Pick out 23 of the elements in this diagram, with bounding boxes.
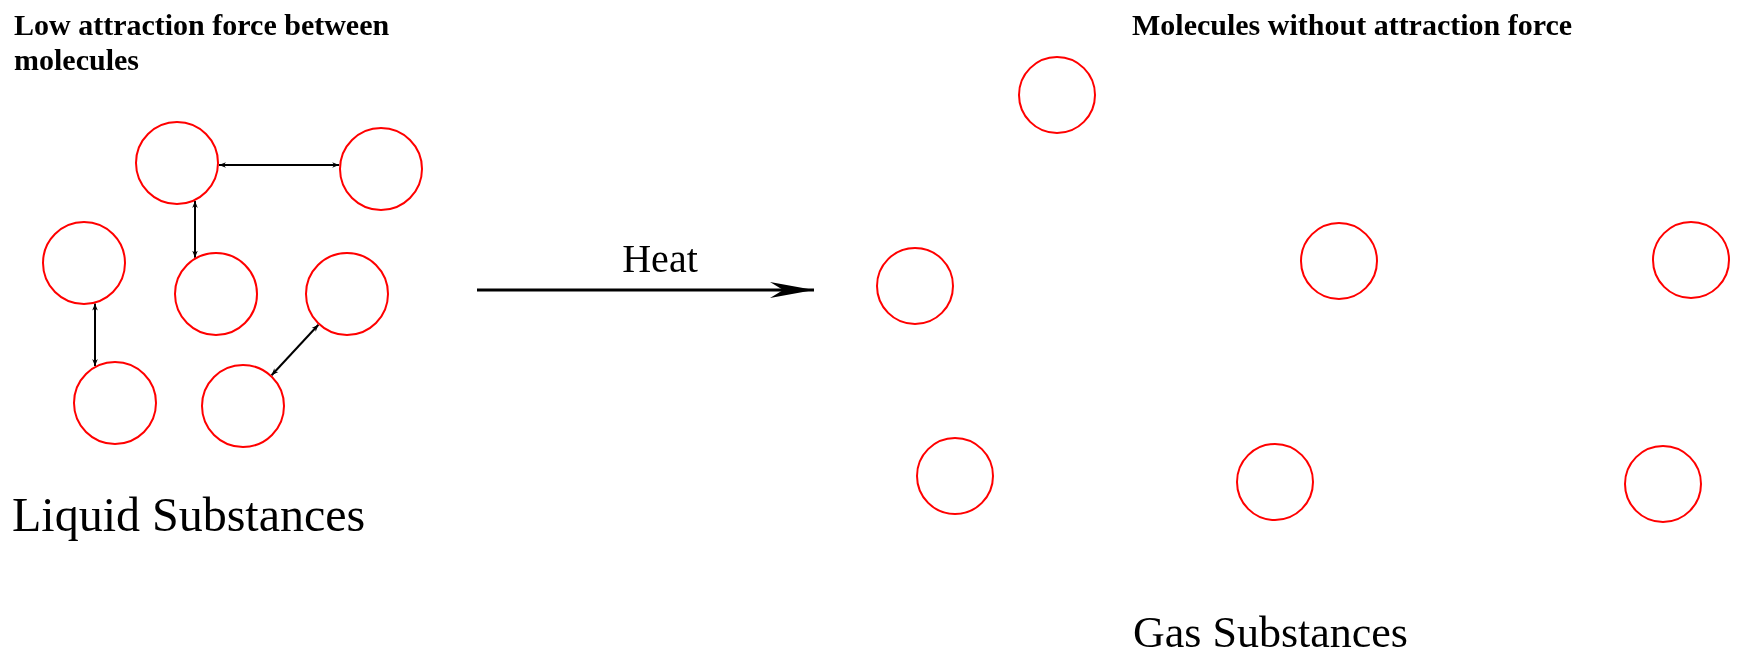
molecule-circle <box>73 361 157 445</box>
double-arrow <box>270 323 320 377</box>
molecule-circle <box>305 252 389 336</box>
double-arrow <box>217 162 341 168</box>
molecule-circle <box>876 247 954 325</box>
molecule-circle <box>339 127 423 211</box>
molecule-circle <box>201 364 285 448</box>
double-arrow <box>192 199 198 259</box>
molecule-circle <box>1652 221 1730 299</box>
state-title: Liquid Substances <box>12 487 367 543</box>
annotation-text: Molecules without attraction force <box>1132 8 1574 43</box>
molecule-circle <box>42 221 126 305</box>
molecule-circle <box>1018 56 1096 134</box>
molecule-circle <box>916 437 994 515</box>
molecule-circle <box>1624 445 1702 523</box>
molecule-circle <box>135 121 219 205</box>
state-title: Gas Substances <box>1133 608 1409 654</box>
molecule-circle <box>1236 443 1314 521</box>
process-label: Heat <box>621 236 699 282</box>
molecule-circle <box>174 252 258 336</box>
molecule-circle <box>1300 222 1378 300</box>
double-arrow <box>92 302 98 368</box>
annotation-text: Low attraction force between molecules <box>14 8 391 77</box>
